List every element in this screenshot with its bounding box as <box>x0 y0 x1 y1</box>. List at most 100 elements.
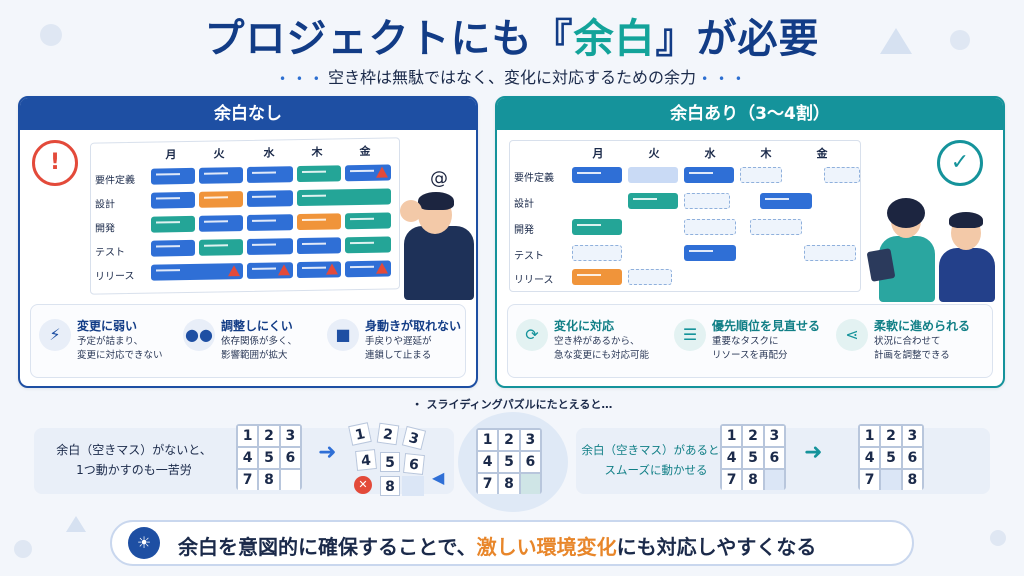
lock-icon: ■ <box>327 319 359 351</box>
puzzle-tile <box>280 470 300 490</box>
row-label: リリース <box>95 270 135 283</box>
task-bar <box>297 261 341 279</box>
background-circle <box>40 24 62 46</box>
puzzle-tile: 5 <box>743 448 763 468</box>
conclusion-highlight: 激しい環境変化 <box>476 535 617 559</box>
task-bar <box>684 167 734 183</box>
puzzle-tile: 1 <box>722 426 742 446</box>
refresh-icon: ⟳ <box>516 319 548 351</box>
lightning-icon: ⚡ <box>39 319 71 351</box>
arrow-right-icon: ➜ <box>318 440 337 465</box>
feature-desc: 状況に合わせて 計画を調整できる <box>874 336 950 361</box>
puzzle-tile: 1 <box>478 430 498 450</box>
task-bar <box>297 188 391 207</box>
row-label: 設計 <box>95 199 115 211</box>
feature-card: ●● 調整しにくい 依存関係が多く、 影響範囲が拡大 <box>183 313 323 373</box>
puzzle-tile: 6 <box>403 453 425 475</box>
task-bar <box>297 213 341 231</box>
schedule-full: 月 火 水 木 金 要件定義 設計 開発 テスト リリース <box>90 137 400 295</box>
puzzle-tile: 5 <box>380 452 400 472</box>
task-bar <box>345 236 391 254</box>
feature-card: ⚡ 変更に弱い 予定が詰まり、 変更に対応できない <box>39 313 179 373</box>
puzzle-grid-full: 1 2 3 4 5 6 7 8 <box>236 424 302 490</box>
puzzle-tile: 1 <box>238 426 258 446</box>
empty-slot <box>740 167 782 183</box>
puzzle-tile: 7 <box>722 470 742 490</box>
scribble-icon: @ <box>430 168 448 189</box>
feature-desc: 予定が詰まり、 変更に対応できない <box>77 336 163 361</box>
puzzle-empty-tile <box>764 470 784 490</box>
day-header: 水 <box>263 146 275 160</box>
feature-desc: 重要なタスクに リソースを再配分 <box>712 336 788 361</box>
task-bar <box>572 269 622 285</box>
arrow-right-icon: ➜ <box>804 440 823 465</box>
puzzle-tile: 8 <box>499 474 519 494</box>
puzzle-tile: 5 <box>881 448 901 468</box>
puzzle-tile: 5 <box>499 452 519 472</box>
collision-burst-icon: ✕ <box>354 476 372 494</box>
puzzle-tile: 7 <box>860 470 880 490</box>
task-bar <box>199 191 243 208</box>
feature-desc: 依存関係が多く、 影響範囲が拡大 <box>221 336 298 361</box>
puzzle-tile: 6 <box>280 448 300 468</box>
task-bar <box>572 219 622 235</box>
puzzle-tile: 4 <box>238 448 258 468</box>
feature-title: 柔軟に進められる <box>874 319 971 333</box>
task-bar <box>345 164 391 182</box>
task-bar <box>247 262 293 279</box>
row-label: 開発 <box>514 225 534 236</box>
empty-slot <box>750 219 802 235</box>
arrow-left-icon: ◀ <box>432 468 445 487</box>
puzzle-tile: 3 <box>520 430 540 450</box>
row-label: リリース <box>514 275 554 286</box>
task-bar <box>151 215 195 233</box>
row-label: 設計 <box>514 199 534 210</box>
title-suffix: 』が必要 <box>655 16 820 62</box>
task-bar <box>199 167 243 184</box>
title-accent: 余白 <box>573 16 656 62</box>
feature-title: 変更に弱い <box>77 319 138 333</box>
puzzle-tile: 2 <box>881 426 901 446</box>
puzzle-tile: 3 <box>902 426 922 446</box>
panel-no-margin: 余白なし ! 月 火 水 木 金 要件定義 設計 開発 テスト リリース <box>18 96 478 388</box>
feature-desc: 空き枠があるから、 急な変更にも対応可能 <box>554 336 650 361</box>
people-icon: ●● <box>183 319 215 351</box>
day-header: 月 <box>592 147 604 160</box>
row-label: 開発 <box>95 223 115 235</box>
empty-slot <box>684 219 736 235</box>
puzzle-tile: 7 <box>478 474 498 494</box>
feature-row-no-margin: ⚡ 変更に弱い 予定が詰まり、 変更に対応できない ●● 調整しにくい 依存関係… <box>30 304 466 378</box>
day-header: 金 <box>816 147 828 160</box>
task-bar <box>151 239 195 257</box>
background-circle <box>990 530 1006 546</box>
page-title: プロジェクトにも『余白』が必要 <box>0 6 1024 64</box>
team-illustration <box>866 190 999 302</box>
feature-title: 身動きが取れない <box>365 319 462 333</box>
puzzle-tile: 4 <box>722 448 742 468</box>
puzzle-tile: 8 <box>380 476 400 496</box>
puzzle-grid-after-move: 1 2 3 4 5 6 7 8 <box>858 424 924 490</box>
puzzle-tile: 3 <box>280 426 300 446</box>
empty-slot <box>824 167 860 183</box>
puzzle-empty-tile <box>520 474 540 494</box>
feature-card: ■ 身動きが取れない 手戻りや遅延が 連鎖して止まる <box>327 313 467 373</box>
task-bar <box>199 215 243 232</box>
feature-card: ⋖ 柔軟に進められる 状況に合わせて 計画を調整できる <box>836 313 976 373</box>
puzzle-tile: 2 <box>376 422 400 446</box>
day-header: 火 <box>648 147 660 160</box>
tablet-icon <box>866 248 896 282</box>
schedule-with-gaps: 月 火 水 木 金 要件定義 設計 開発 テスト リリース <box>509 140 861 292</box>
puzzle-tile: 6 <box>520 452 540 472</box>
panel-with-margin: 余白あり（3～4割） ✓ 月 火 水 木 金 要件定義 設計 開発 テスト リリ… <box>495 96 1005 388</box>
background-circle <box>14 540 32 558</box>
puzzle-caption: ・ スライディングパズルにたとえると… <box>411 398 613 411</box>
feature-title: 優先順位を見直せる <box>712 319 821 333</box>
puzzle-tile: 8 <box>259 470 279 490</box>
puzzle-tile: 3 <box>764 426 784 446</box>
background-triangle <box>880 28 912 54</box>
puzzle-tile: 8 <box>902 470 922 490</box>
puzzle-tile: 6 <box>764 448 784 468</box>
puzzle-tile: 6 <box>902 448 922 468</box>
title-prefix: プロジェクトにも『 <box>204 16 574 62</box>
feature-card: ⟳ 変化に対応 空き枠があるから、 急な変更にも対応可能 <box>516 313 656 373</box>
